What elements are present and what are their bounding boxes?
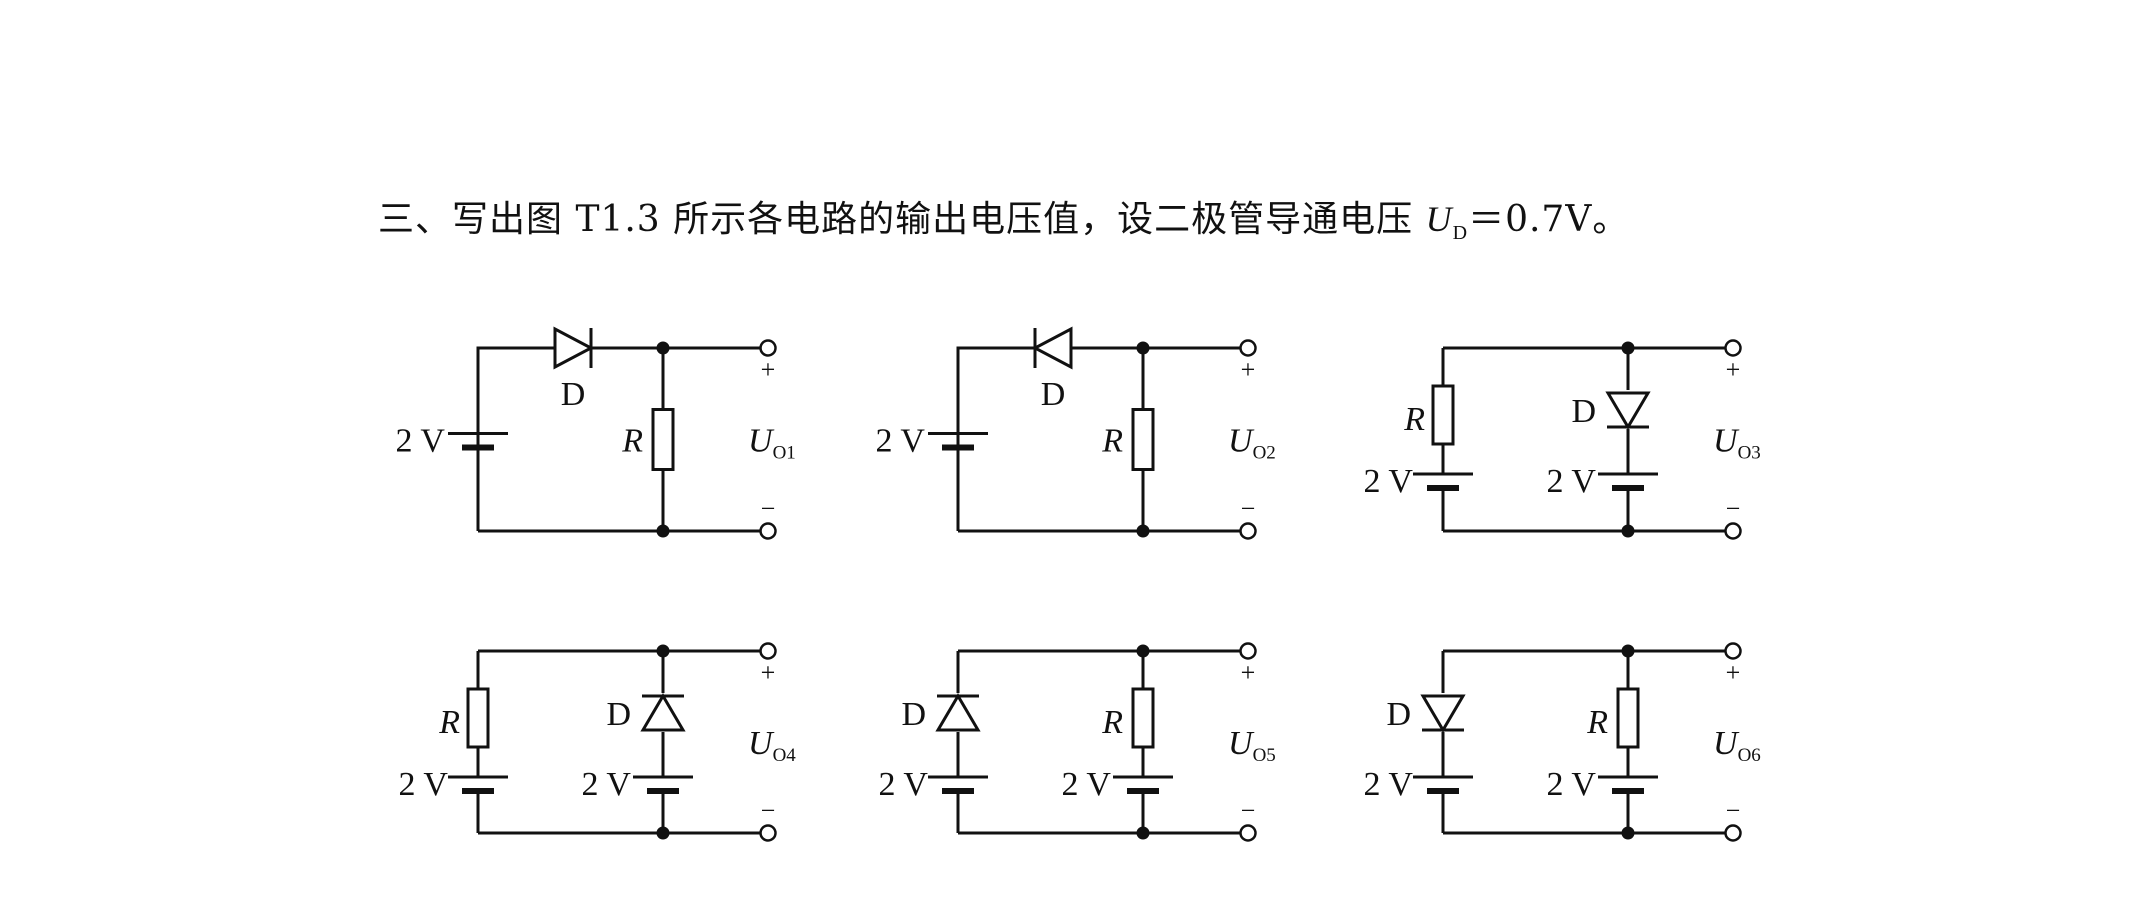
circuit-o6: D 2 V R 2 V + − UO6 [1364, 642, 1761, 842]
battery-label: 2 V [1062, 766, 1112, 803]
resistor [1131, 687, 1155, 749]
junction-dot [1621, 524, 1635, 538]
output-voltage-label: UO5 [1228, 725, 1276, 766]
output-voltage-label: UO4 [748, 725, 796, 766]
output-voltage-label: UO3 [1713, 423, 1761, 464]
battery-label: 2 V [1547, 766, 1597, 803]
junction-dot [1136, 524, 1150, 538]
battery-label: 2 V [876, 423, 926, 460]
output-terminal [1239, 824, 1257, 842]
junction-dot [1621, 644, 1635, 658]
diode-label: D [606, 696, 631, 733]
output-voltage-subscript: O4 [773, 745, 797, 766]
diode-label: D [1041, 376, 1066, 413]
resistor-label: R [621, 423, 643, 460]
output-voltage-label: UO2 [1228, 423, 1276, 464]
junction-dot [1136, 826, 1150, 840]
output-terminal [1239, 522, 1257, 540]
minus-sign: − [761, 796, 776, 825]
output-terminal [1724, 824, 1742, 842]
output-voltage-subscript: O2 [1253, 443, 1276, 464]
battery-label: 2 V [582, 766, 632, 803]
output-terminal [1239, 642, 1257, 660]
output-voltage-subscript: O5 [1253, 745, 1276, 766]
diode-symbol [935, 693, 981, 732]
junction-dot [1621, 826, 1635, 840]
output-terminal [1239, 339, 1257, 357]
diode-symbol [640, 693, 686, 732]
battery-label: 2 V [1547, 463, 1597, 500]
resistor-label: R [1101, 423, 1123, 460]
junction-dot [1136, 341, 1150, 355]
circuit-o4: R 2 V D 2 V + − UO4 [399, 642, 796, 842]
output-voltage-subscript: O6 [1738, 745, 1761, 766]
output-voltage-label: UO1 [748, 423, 796, 464]
output-voltage-subscript: O3 [1738, 443, 1761, 464]
resistor-label: R [1403, 401, 1425, 438]
junction-dot [656, 341, 670, 355]
junction-dot [656, 826, 670, 840]
junction-dot [1621, 341, 1635, 355]
diode-label: D [901, 696, 926, 733]
diode-symbol [1605, 391, 1651, 430]
output-terminal [759, 642, 777, 660]
circuit-o2: D 2 V R + − UO2 [876, 326, 1276, 540]
junction-dot [1136, 644, 1150, 658]
diode-symbol [553, 326, 595, 370]
output-terminal [759, 522, 777, 540]
battery-label: 2 V [1364, 463, 1414, 500]
minus-sign: − [1241, 796, 1256, 825]
diode-voltage-symbol: U [1425, 199, 1453, 239]
question-text: 三、写出图 T1.3 所示各电路的输出电压值，设二极管导通电压 UD＝0.7V。 [378, 190, 1629, 245]
resistor [466, 687, 490, 749]
minus-sign: − [1726, 494, 1741, 523]
circuit-o1: D 2 V R + − UO1 [396, 326, 796, 540]
output-terminal [1724, 642, 1742, 660]
plus-sign: + [761, 355, 776, 384]
plus-sign: + [1726, 658, 1741, 687]
question-prefix: 三、写出图 T1.3 所示各电路的输出电压值，设二极管导通电压 [378, 199, 1426, 240]
circuit-o5: D 2 V R 2 V + − UO5 [879, 642, 1276, 842]
minus-sign: − [1726, 796, 1741, 825]
battery-label: 2 V [879, 766, 929, 803]
circuit-o3: R 2 V D 2 V + − UO3 [1364, 339, 1761, 540]
output-voltage-label: UO6 [1713, 725, 1761, 766]
diode-symbol [1420, 694, 1466, 733]
minus-sign: − [1241, 494, 1256, 523]
question-suffix: ＝0.7V。 [1468, 199, 1630, 240]
plus-sign: + [1241, 355, 1256, 384]
resistor [1131, 408, 1155, 471]
output-terminal [759, 824, 777, 842]
output-terminal [759, 339, 777, 357]
plus-sign: + [1241, 658, 1256, 687]
diode-label: D [1571, 393, 1596, 430]
minus-sign: − [761, 494, 776, 523]
resistor [651, 408, 675, 471]
resistor [1431, 384, 1455, 446]
resistor-label: R [438, 704, 460, 741]
output-voltage-subscript: O1 [773, 443, 796, 464]
junction-dot [656, 524, 670, 538]
wire [956, 346, 1035, 531]
diode-voltage-subscript: D [1452, 222, 1469, 245]
diode-label: D [561, 376, 586, 413]
battery-label: 2 V [399, 766, 449, 803]
plus-sign: + [1726, 355, 1741, 384]
resistor [1616, 687, 1640, 749]
resistor-label: R [1586, 704, 1608, 741]
wire [476, 346, 555, 531]
output-terminal [1724, 522, 1742, 540]
battery-label: 2 V [1364, 766, 1414, 803]
diode-symbol [1031, 326, 1073, 370]
diode-label: D [1386, 696, 1411, 733]
plus-sign: + [761, 658, 776, 687]
junction-dot [656, 644, 670, 658]
battery-label: 2 V [396, 423, 446, 460]
output-terminal [1724, 339, 1742, 357]
resistor-label: R [1101, 704, 1123, 741]
